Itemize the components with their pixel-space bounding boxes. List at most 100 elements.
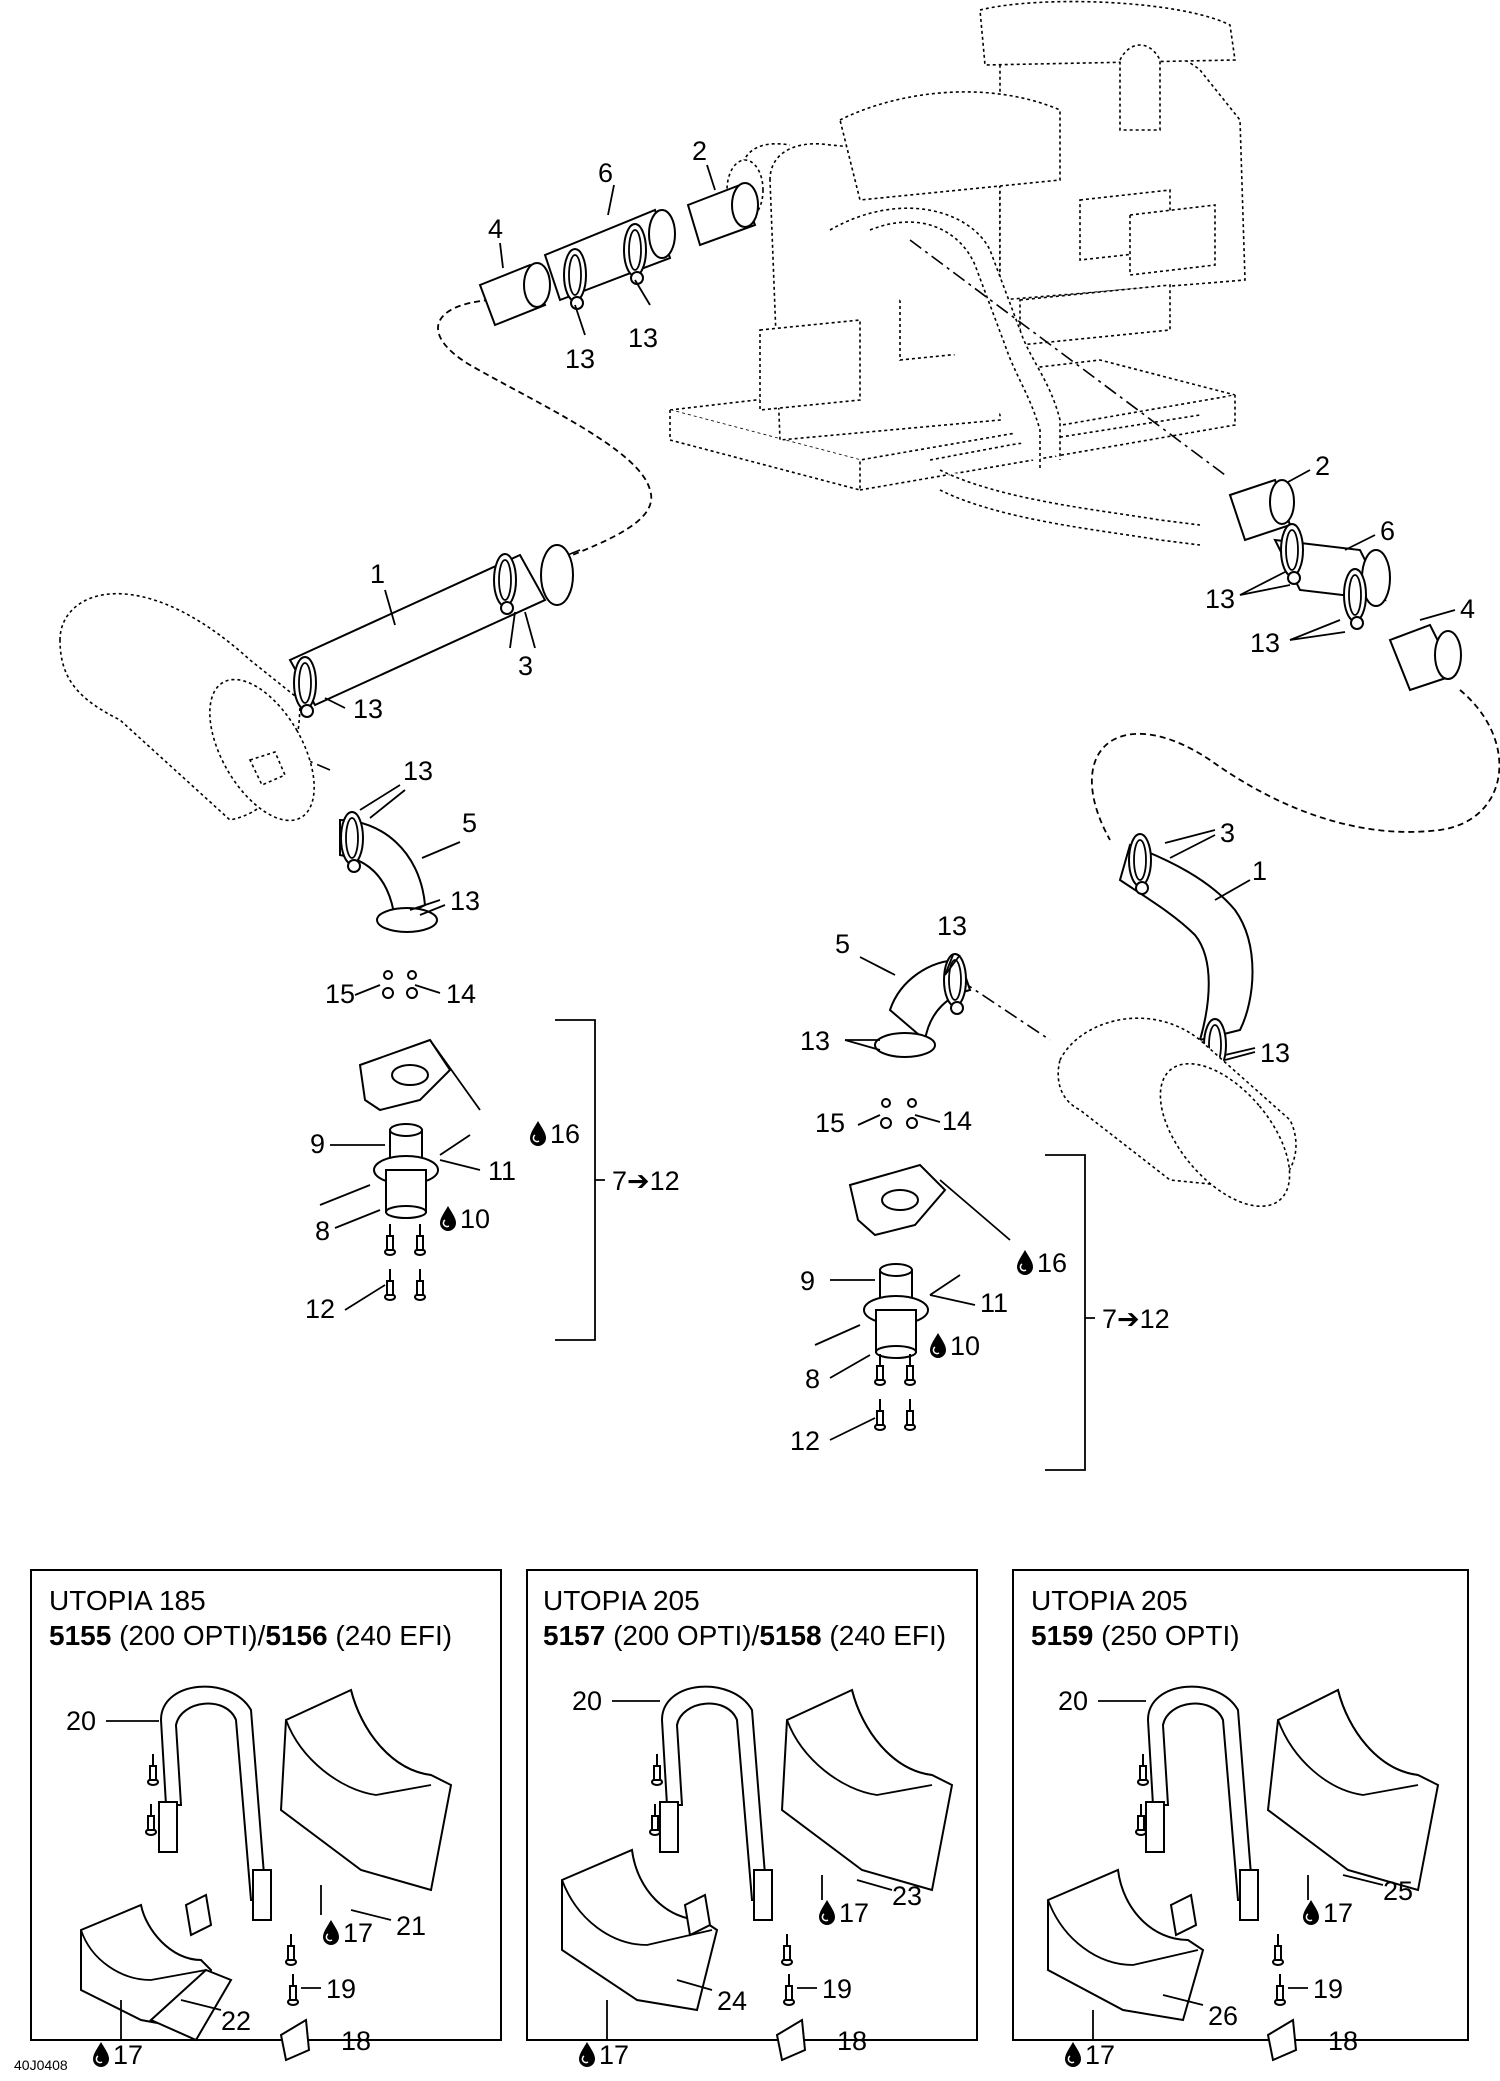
left-leader-lines [324, 164, 716, 1311]
glue-drop-icon [322, 1919, 340, 1946]
inset-box-utopia-185: UTOPIA 185 5155 (200 OPTI)/5156 (240 EFI… [30, 1569, 502, 2070]
callout-right-5: 5 [835, 929, 850, 959]
glue-drop-icon [1064, 2041, 1082, 2068]
callout-left-2: 2 [692, 136, 707, 166]
inset-models: 5155 (200 OPTI)/5156 (240 EFI) [49, 1620, 452, 1651]
glue-drop-icon [92, 2041, 110, 2068]
bracket-top [683, 1893, 712, 1937]
right-muffler [1057, 1017, 1297, 1208]
rivet [147, 1753, 159, 1786]
glue-drop-icon [818, 1899, 836, 1926]
right-hose-route [1091, 689, 1500, 841]
left-sleeve-4 [478, 262, 551, 327]
left-hose-route [437, 299, 653, 561]
inset-models: 5159 (250 OPTI) [1031, 1620, 1240, 1651]
label-17: 17 [343, 1918, 373, 1948]
inset-title: UTOPIA 205 [543, 1585, 700, 1616]
callout-right-8: 8 [805, 1364, 820, 1394]
left-muffler [59, 592, 315, 822]
callout-right-13e: 13 [1260, 1038, 1290, 1068]
callout-left-1: 1 [370, 559, 385, 589]
callout-right-13a: 13 [1205, 584, 1235, 614]
callout-right-15: 15 [815, 1108, 845, 1138]
label-17: 17 [839, 1898, 869, 1928]
bracket-bottom [279, 2018, 311, 2062]
left-sealant-part-16 [358, 1038, 481, 1112]
rivet [781, 1933, 793, 1966]
callout-left-15: 15 [325, 979, 355, 1009]
rivet [783, 1973, 795, 2006]
callout-right-2: 2 [1315, 451, 1330, 481]
callout-left-9: 9 [310, 1129, 325, 1159]
callout-left-3: 3 [518, 651, 533, 681]
callout-right-1: 1 [1252, 856, 1267, 886]
callout-right-3: 3 [1220, 818, 1235, 848]
left-sleeve-6 [543, 208, 676, 310]
callout-left-range: 7➔12 [612, 1166, 680, 1196]
left-hose-1 [288, 544, 574, 718]
rivet [1274, 1973, 1286, 2006]
foam-block-bottom [1047, 1868, 1205, 2022]
right-elbow-5 [874, 953, 972, 1058]
right-fitting-9 [814, 1263, 961, 1359]
glue-drop-icon [529, 1120, 547, 1147]
right-center-line-b [959, 979, 1051, 1041]
callout-left-13e: 13 [450, 886, 480, 916]
inset-box-utopia-205-a: UTOPIA 205 5157 (200 OPTI)/5158 (240 EFI… [526, 1569, 978, 2070]
retaining-strap [158, 1685, 272, 1921]
callout-right-13c: 13 [937, 911, 967, 941]
label-17: 17 [1085, 2040, 1115, 2070]
left-callouts: 4 6 2 13 13 1 3 13 13 5 13 15 14 16 9 11… [305, 136, 707, 1324]
rivet [145, 1803, 157, 1836]
rivet [1272, 1933, 1284, 1966]
right-sleeve-4 [1388, 623, 1462, 692]
callout-left-14: 14 [446, 979, 476, 1009]
right-hose-1 [1118, 833, 1254, 1080]
right-washers [880, 1098, 918, 1129]
glue-drop-icon [929, 1332, 947, 1359]
callout-right-6: 6 [1380, 516, 1395, 546]
bracket-top [184, 1893, 213, 1937]
callout-right-10: 10 [950, 1331, 980, 1361]
rivet [649, 1803, 661, 1836]
inset-models: 5157 (200 OPTI)/5158 (240 EFI) [543, 1620, 946, 1651]
callout-left-6: 6 [598, 158, 613, 188]
right-kit-bracket [1045, 1154, 1095, 1471]
label-24: 24 [717, 1986, 747, 2016]
callout-left-16: 16 [550, 1119, 580, 1149]
callout-right-14: 14 [942, 1106, 972, 1136]
bracket-bottom [775, 2018, 807, 2062]
bracket-top [1169, 1893, 1198, 1937]
callout-right-9: 9 [800, 1266, 815, 1296]
glue-drop-icon [1016, 1249, 1034, 1276]
callout-left-13b: 13 [628, 323, 658, 353]
foam-block-top [780, 1688, 954, 1892]
inset-title: UTOPIA 185 [49, 1585, 206, 1616]
bracket-bottom [1266, 2018, 1298, 2062]
retaining-strap [659, 1685, 773, 1921]
glue-drop-icon [578, 2041, 596, 2068]
label-23: 23 [892, 1881, 922, 1911]
callout-right-4: 4 [1460, 594, 1475, 624]
inset-box-utopia-205-b: UTOPIA 205 5159 (250 OPTI) 20 25 26 [1012, 1569, 1469, 2070]
foam-block-bottom [561, 1848, 719, 2012]
left-sleeve-2 [686, 182, 759, 247]
label-18: 18 [837, 2026, 867, 2056]
left-fitting-9 [319, 1123, 471, 1219]
callout-left-13d: 13 [403, 756, 433, 786]
label-18: 18 [341, 2026, 371, 2056]
rivet [651, 1753, 663, 1786]
right-sealant-part-16 [848, 1163, 1011, 1241]
callout-left-5: 5 [462, 808, 477, 838]
engine-block-outline [669, 0, 1246, 546]
callout-left-13a: 13 [565, 344, 595, 374]
rivet [287, 1973, 299, 2006]
callout-right-16: 16 [1037, 1248, 1067, 1278]
left-washers [382, 970, 418, 999]
right-leader-lines [829, 469, 1456, 1441]
right-center-line-a [909, 239, 1226, 476]
callout-left-4: 4 [488, 214, 503, 244]
right-callouts: 2 6 13 13 4 3 1 13 5 13 13 15 14 16 9 11… [790, 451, 1475, 1456]
retaining-strap [1145, 1685, 1259, 1921]
